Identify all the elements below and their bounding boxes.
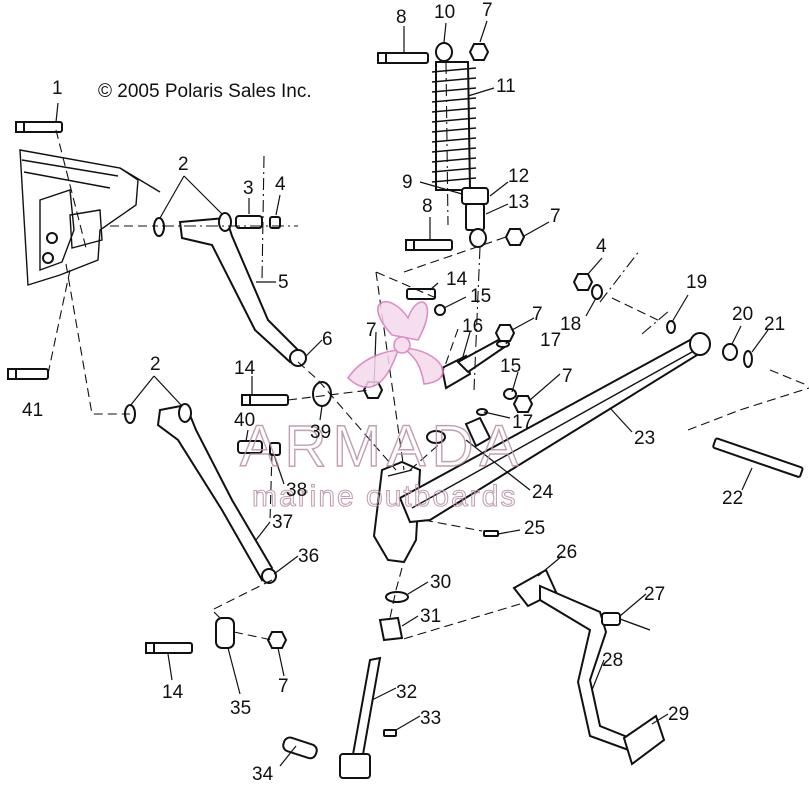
callout-6: 6 — [322, 329, 333, 350]
callout-4-upper: 4 — [275, 174, 286, 195]
upper-a-arm — [153, 212, 307, 367]
callout-13: 13 — [508, 192, 529, 213]
callout-30: 30 — [430, 572, 451, 593]
callout-29: 29 — [668, 704, 689, 725]
spindle-knuckle — [372, 336, 508, 564]
shock-absorber — [377, 42, 526, 251]
callout-8-mid: 8 — [422, 196, 433, 217]
callout-15-lower: 15 — [500, 356, 521, 377]
callout-36: 36 — [298, 546, 319, 567]
callout-4-right: 4 — [596, 236, 607, 257]
trailing-arm — [398, 320, 804, 524]
callout-17-upper: 17 — [540, 330, 561, 351]
callout-14-upper: 14 — [446, 269, 468, 290]
copyright-notice: © 2005 Polaris Sales Inc. — [98, 81, 312, 102]
callout-26: 26 — [556, 542, 577, 563]
callout-37: 37 — [272, 512, 293, 533]
steering-post — [282, 591, 409, 779]
watermark: ARMADA marine outboards — [239, 301, 524, 514]
callout-3: 3 — [243, 178, 254, 199]
callout-40: 40 — [234, 410, 255, 431]
callout-labels: 1 2 3 4 5 6 8 10 7 11 9 12 13 8 7 4 18 1… — [22, 0, 785, 785]
callout-39: 39 — [310, 422, 331, 443]
callout-20: 20 — [732, 304, 753, 325]
watermark-name: ARMADA — [240, 414, 524, 479]
trailing-arm-hardware — [241, 273, 603, 537]
assembly-lines — [47, 61, 809, 641]
callout-10: 10 — [434, 2, 455, 23]
callout-16: 16 — [462, 316, 483, 337]
callout-34: 34 — [252, 764, 274, 784]
callout-19: 19 — [686, 272, 707, 293]
callout-23: 23 — [634, 428, 655, 449]
watermark-tagline: marine outboards — [252, 480, 517, 513]
callout-11: 11 — [496, 76, 516, 97]
callout-8-top: 8 — [396, 7, 407, 28]
callout-15-upper: 15 — [470, 286, 491, 307]
callout-41: 41 — [22, 400, 43, 421]
callout-14-lower: 14 — [162, 682, 184, 703]
callout-17-lower: 17 — [512, 412, 533, 433]
callout-24: 24 — [532, 482, 554, 503]
callout-2-upper: 2 — [178, 154, 189, 175]
callout-2-lower: 2 — [150, 354, 161, 375]
callout-7-shock: 7 — [550, 206, 561, 227]
callout-7-right: 7 — [532, 304, 543, 325]
callout-25: 25 — [524, 518, 545, 539]
part-1-bolt — [15, 121, 63, 133]
tie-rod-end — [145, 617, 288, 654]
callout-7-spindle: 7 — [366, 320, 377, 341]
brake-pedal — [512, 568, 666, 766]
callout-7-lower: 7 — [278, 676, 289, 697]
callout-1: 1 — [52, 78, 63, 99]
callout-38: 38 — [286, 480, 307, 501]
callout-31: 31 — [420, 606, 441, 627]
callout-7-top: 7 — [482, 0, 493, 21]
callout-32: 32 — [396, 682, 417, 703]
callout-9: 9 — [402, 172, 413, 193]
callout-21: 21 — [764, 314, 785, 335]
frame-bracket — [19, 149, 161, 286]
part-41-bolt — [7, 368, 49, 380]
callout-35: 35 — [230, 698, 251, 719]
callout-7-arm: 7 — [562, 366, 573, 387]
leader-lines — [31, 20, 769, 767]
callout-27: 27 — [644, 584, 665, 605]
callout-33: 33 — [420, 708, 441, 729]
callout-28: 28 — [602, 650, 623, 671]
propeller-logo — [346, 301, 444, 389]
callout-14-mid: 14 — [234, 358, 256, 379]
callout-5: 5 — [278, 272, 289, 293]
callout-18: 18 — [560, 314, 581, 335]
callout-12: 12 — [508, 166, 529, 187]
callout-22: 22 — [722, 488, 743, 509]
